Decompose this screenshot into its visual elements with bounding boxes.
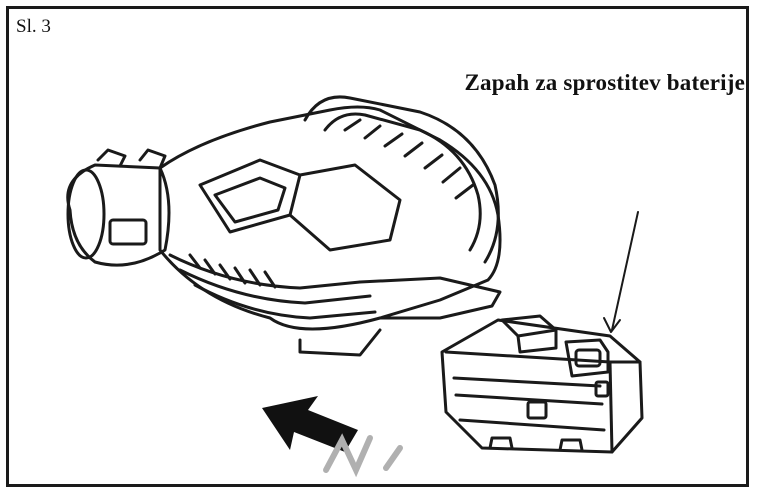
figure-label: Sl. 3 xyxy=(16,16,51,37)
watermark-mark xyxy=(323,433,403,478)
figure-frame xyxy=(6,6,749,487)
insert-direction-arrow xyxy=(262,396,358,452)
battery-pack-drawing xyxy=(440,314,644,454)
battery-release-callout: Zapah za sprostitev baterije xyxy=(464,70,745,95)
blower-device-drawing xyxy=(66,95,502,357)
callout-pointer xyxy=(603,211,639,333)
